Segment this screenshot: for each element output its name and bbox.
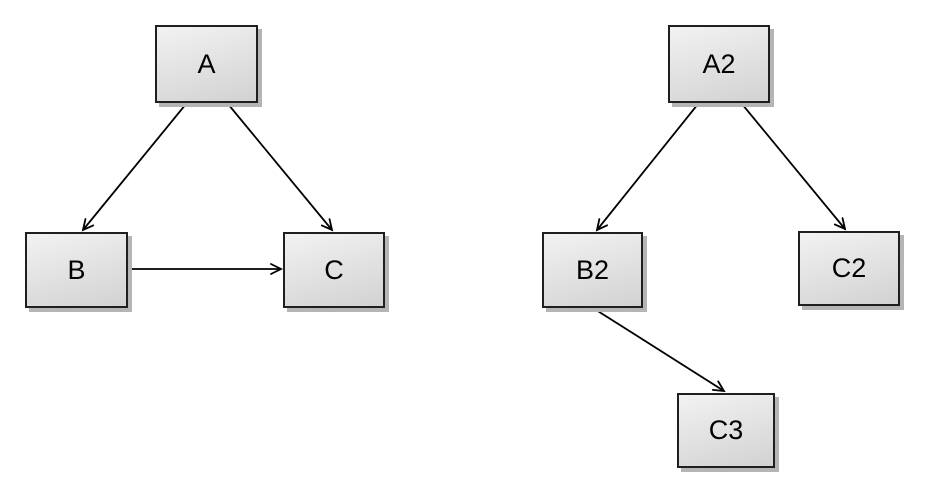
edge-A2-C2 [741, 103, 847, 231]
edge-A-C [227, 103, 334, 232]
node-A: A [155, 25, 258, 103]
edge-A2-B2 [595, 103, 699, 232]
node-C2: C2 [798, 231, 900, 306]
node-B2: B2 [542, 232, 643, 308]
node-A2: A2 [668, 25, 770, 103]
node-C3: C3 [677, 393, 775, 468]
edges-group [81, 103, 847, 393]
edge-B2-C3 [592, 307, 726, 393]
node-B: B [25, 232, 128, 308]
edge-A-B [81, 103, 187, 232]
node-C: C [283, 232, 385, 308]
